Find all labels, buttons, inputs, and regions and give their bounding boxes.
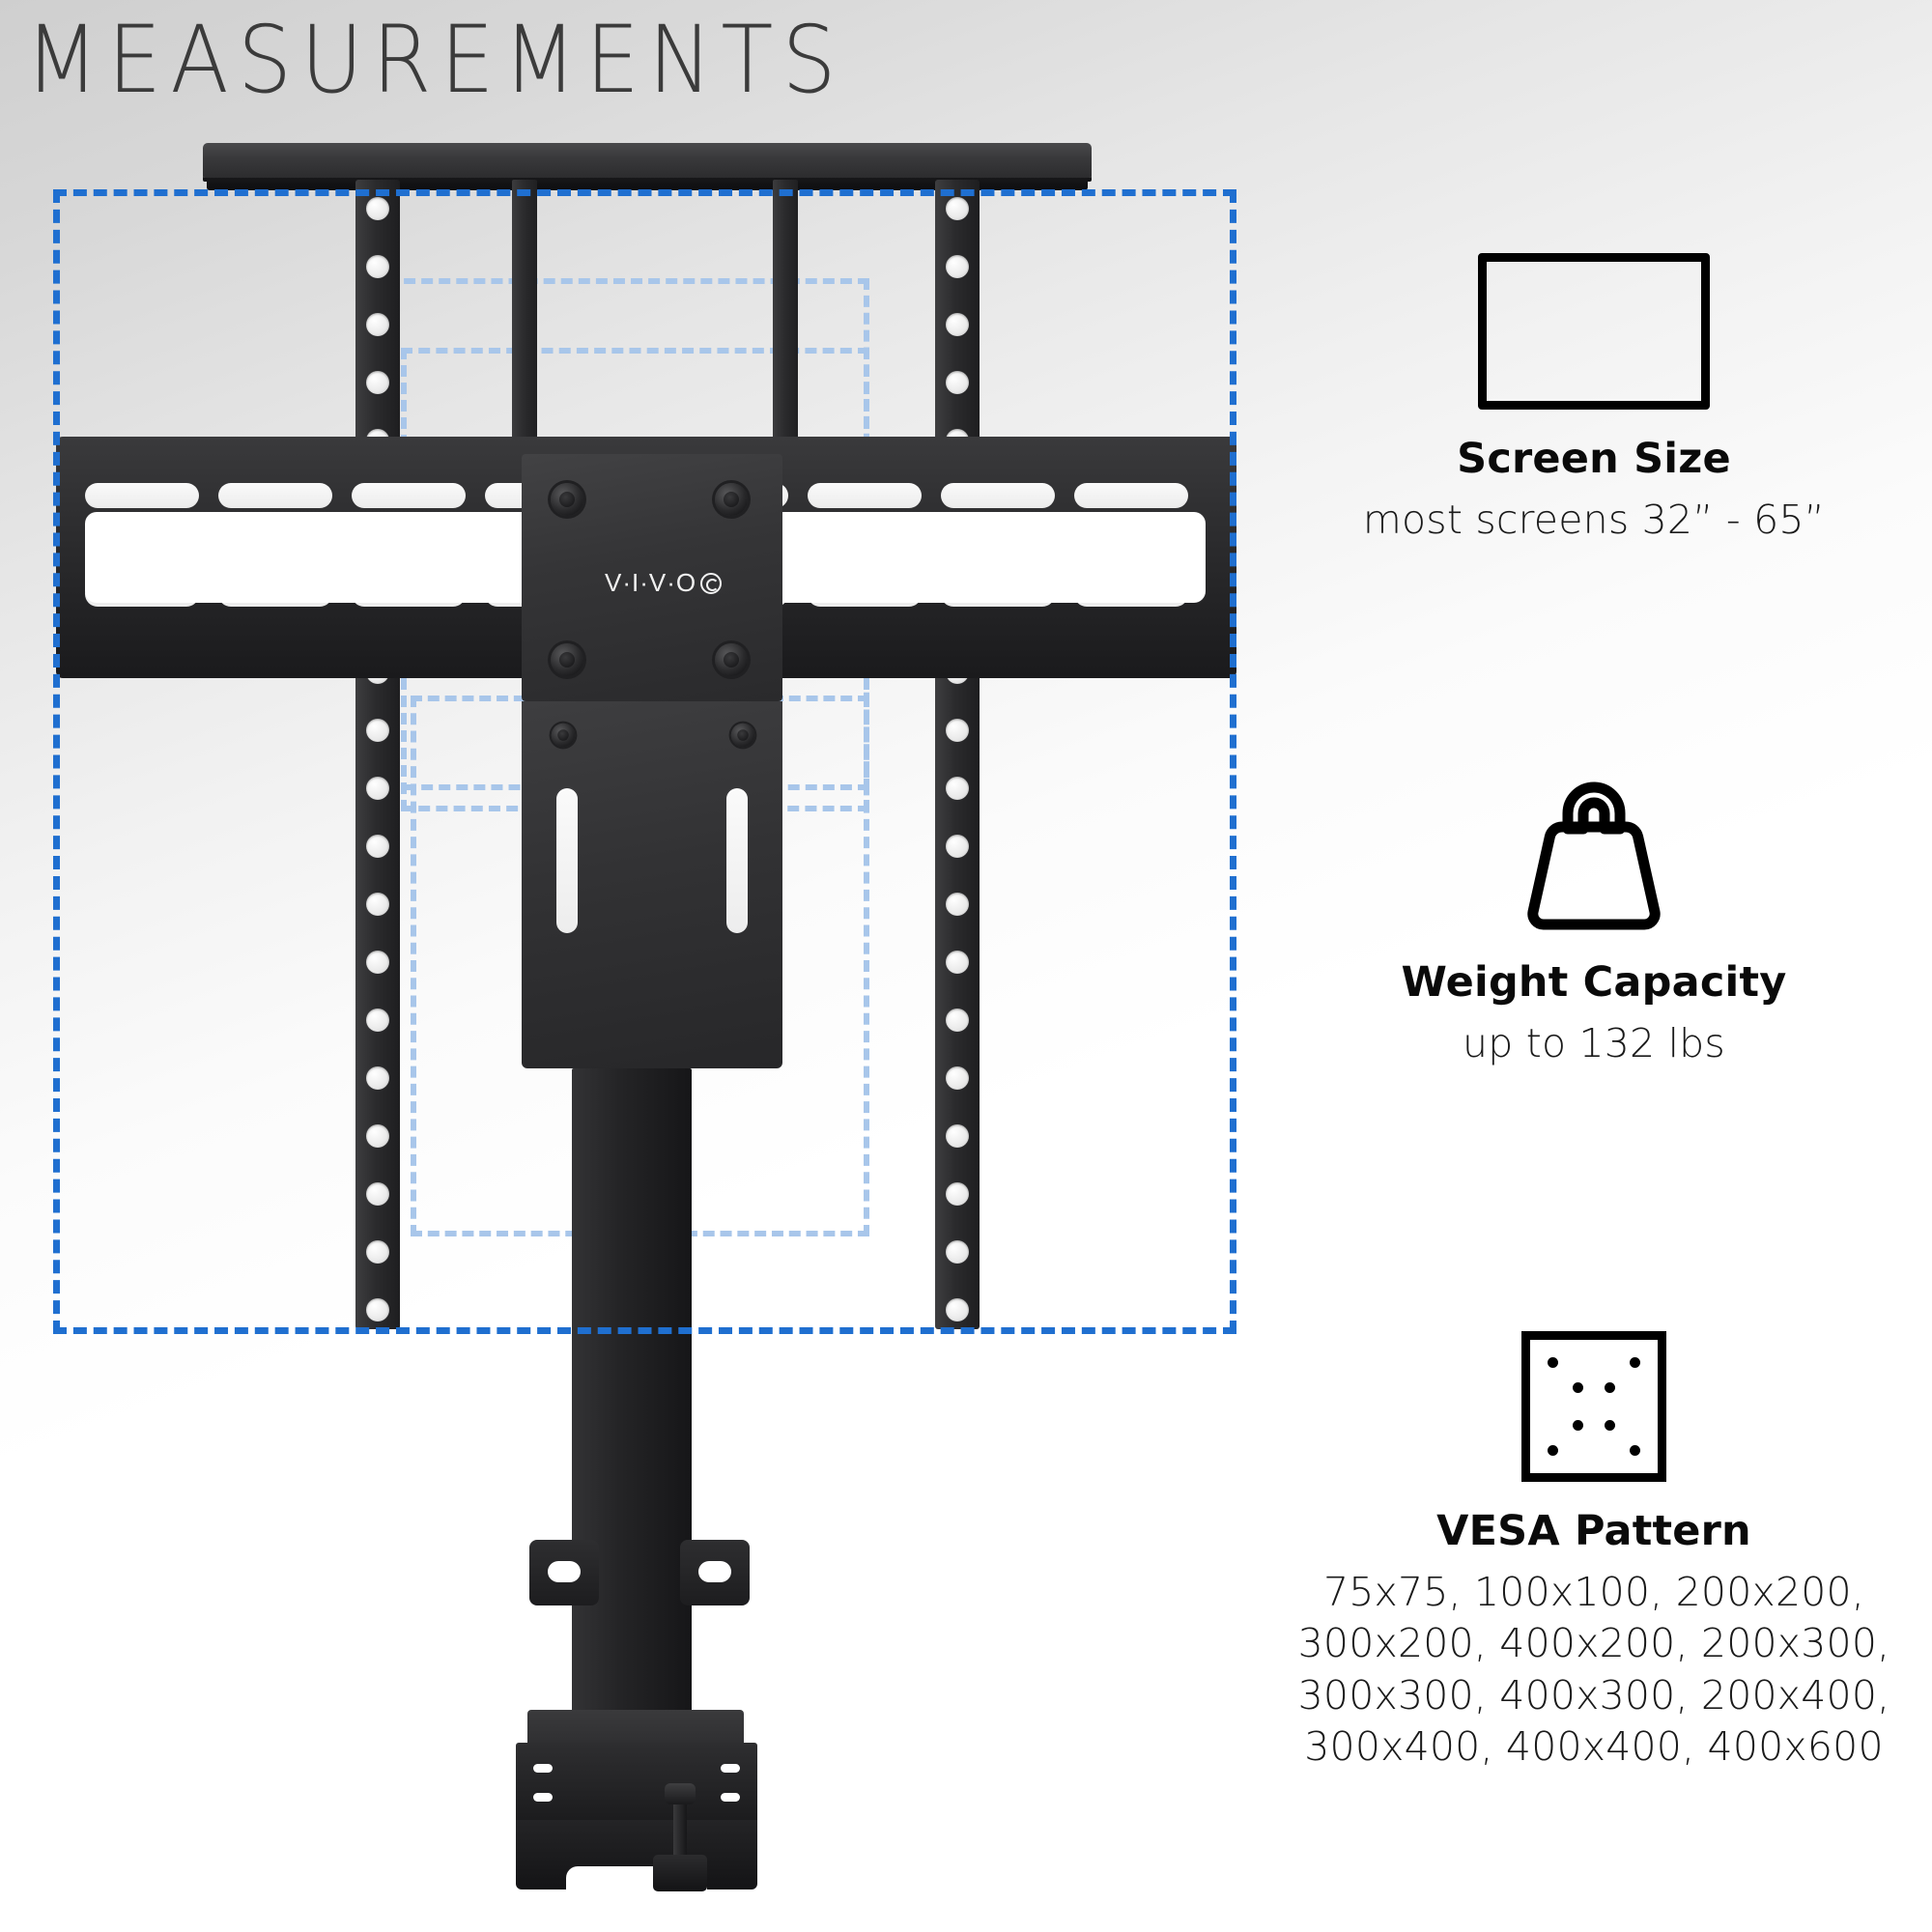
rail-hole <box>946 1240 969 1264</box>
feature-vesa-pattern: VESA Pattern 75x75, 100x100, 200x200, 30… <box>1256 1331 1932 1773</box>
mount-bolt <box>551 483 583 516</box>
rail-hole <box>946 1182 969 1206</box>
mount-bolt <box>715 643 748 676</box>
rail-hole <box>946 255 969 278</box>
rail-hole <box>946 777 969 800</box>
feature-screen-size: Screen Size most screens 32” - 65” <box>1256 253 1932 546</box>
measurement-guide-primary <box>53 189 1236 1334</box>
top-shelf-lip <box>207 178 1088 190</box>
rail-hole <box>366 1009 389 1032</box>
rail-hole <box>946 1124 969 1148</box>
rail-hole <box>366 1066 389 1090</box>
base-knob-head <box>665 1783 696 1804</box>
vertical-rail-right <box>935 180 980 1329</box>
rail-hole <box>946 371 969 394</box>
feature-detail-line: 300x400, 400x400, 400x600 <box>1304 1722 1884 1770</box>
mount-wing-left <box>529 1540 599 1605</box>
weight-icon <box>1256 771 1932 933</box>
feature-detail-line: 300x200, 400x200, 200x300, <box>1297 1620 1890 1667</box>
rail-hole <box>946 1066 969 1090</box>
feature-detail: 75x75, 100x100, 200x200, 300x200, 400x20… <box>1256 1567 1932 1773</box>
base-mounting-hole <box>721 1764 740 1773</box>
inner-upright-left <box>512 180 537 440</box>
vivo-swirl-icon <box>700 572 723 594</box>
rail-hole <box>366 835 389 858</box>
mount-bolt <box>551 723 576 748</box>
vesa-mount-plate-upper <box>522 454 782 701</box>
bracket-slot <box>218 483 332 508</box>
feature-weight-capacity: Weight Capacity up to 132 lbs <box>1256 771 1932 1069</box>
feature-title: Screen Size <box>1457 435 1731 483</box>
inner-upright-right <box>773 180 798 440</box>
wing-slot <box>698 1561 731 1582</box>
rail-hole <box>366 255 389 278</box>
rail-hole <box>946 1298 969 1321</box>
vesa-mount-plate-lower <box>522 701 782 1068</box>
feature-detail: most screens 32” - 65” <box>1256 495 1932 546</box>
base-mounting-hole <box>533 1764 553 1773</box>
rail-hole <box>366 777 389 800</box>
rail-hole <box>946 835 969 858</box>
rail-hole <box>946 313 969 336</box>
bracket-slot <box>352 483 466 508</box>
lift-column <box>572 1068 692 1745</box>
rail-hole <box>946 1009 969 1032</box>
base-mounting-tab <box>653 1855 707 1891</box>
rail-hole <box>946 719 969 742</box>
wing-slot <box>548 1561 581 1582</box>
rail-hole <box>366 1240 389 1264</box>
feature-detail-line: most screens 32” - 65” <box>1362 497 1826 543</box>
feature-title: Weight Capacity <box>1401 958 1787 1007</box>
top-shelf <box>203 143 1092 178</box>
mount-wing-right <box>680 1540 750 1605</box>
rail-hole <box>366 1124 389 1148</box>
brand-logo-text: V·I·V·O <box>605 568 697 597</box>
bracket-slot <box>941 483 1055 508</box>
rail-hole <box>946 893 969 916</box>
tv-screen-icon <box>1256 253 1932 410</box>
feature-detail-line: up to 132 lbs <box>1463 1020 1725 1066</box>
plate-vertical-slot <box>726 788 748 933</box>
product-illustration: V·I·V·O <box>56 143 1236 1891</box>
feature-detail-line: 300x300, 400x300, 200x400, <box>1297 1671 1890 1719</box>
rail-hole <box>946 197 969 220</box>
mount-bolt <box>551 643 583 676</box>
mount-bolt <box>715 483 748 516</box>
rail-hole <box>366 1298 389 1321</box>
plate-vertical-slot <box>556 788 578 933</box>
feature-detail: up to 132 lbs <box>1256 1018 1932 1069</box>
rail-hole <box>366 313 389 336</box>
page-title: MEASUREMENTS <box>25 6 845 114</box>
rail-hole <box>366 371 389 394</box>
base-mounting-hole <box>721 1793 740 1802</box>
feature-detail-line: 75x75, 100x100, 200x200, <box>1322 1569 1865 1615</box>
bracket-slot <box>808 483 922 508</box>
vesa-plate-icon <box>1256 1331 1932 1482</box>
bracket-slot <box>85 483 199 508</box>
mount-bolt <box>730 723 755 748</box>
base-mounting-hole <box>533 1793 553 1802</box>
rail-hole <box>366 893 389 916</box>
rail-hole <box>366 1182 389 1206</box>
brand-logo: V·I·V·O <box>605 568 723 598</box>
feature-title: VESA Pattern <box>1436 1507 1751 1555</box>
rail-hole <box>366 197 389 220</box>
rail-hole <box>366 951 389 974</box>
rail-hole <box>366 719 389 742</box>
rail-hole <box>946 951 969 974</box>
features-panel: Screen Size most screens 32” - 65” Weigh… <box>1256 0 1932 1932</box>
bracket-slot <box>1074 483 1188 508</box>
